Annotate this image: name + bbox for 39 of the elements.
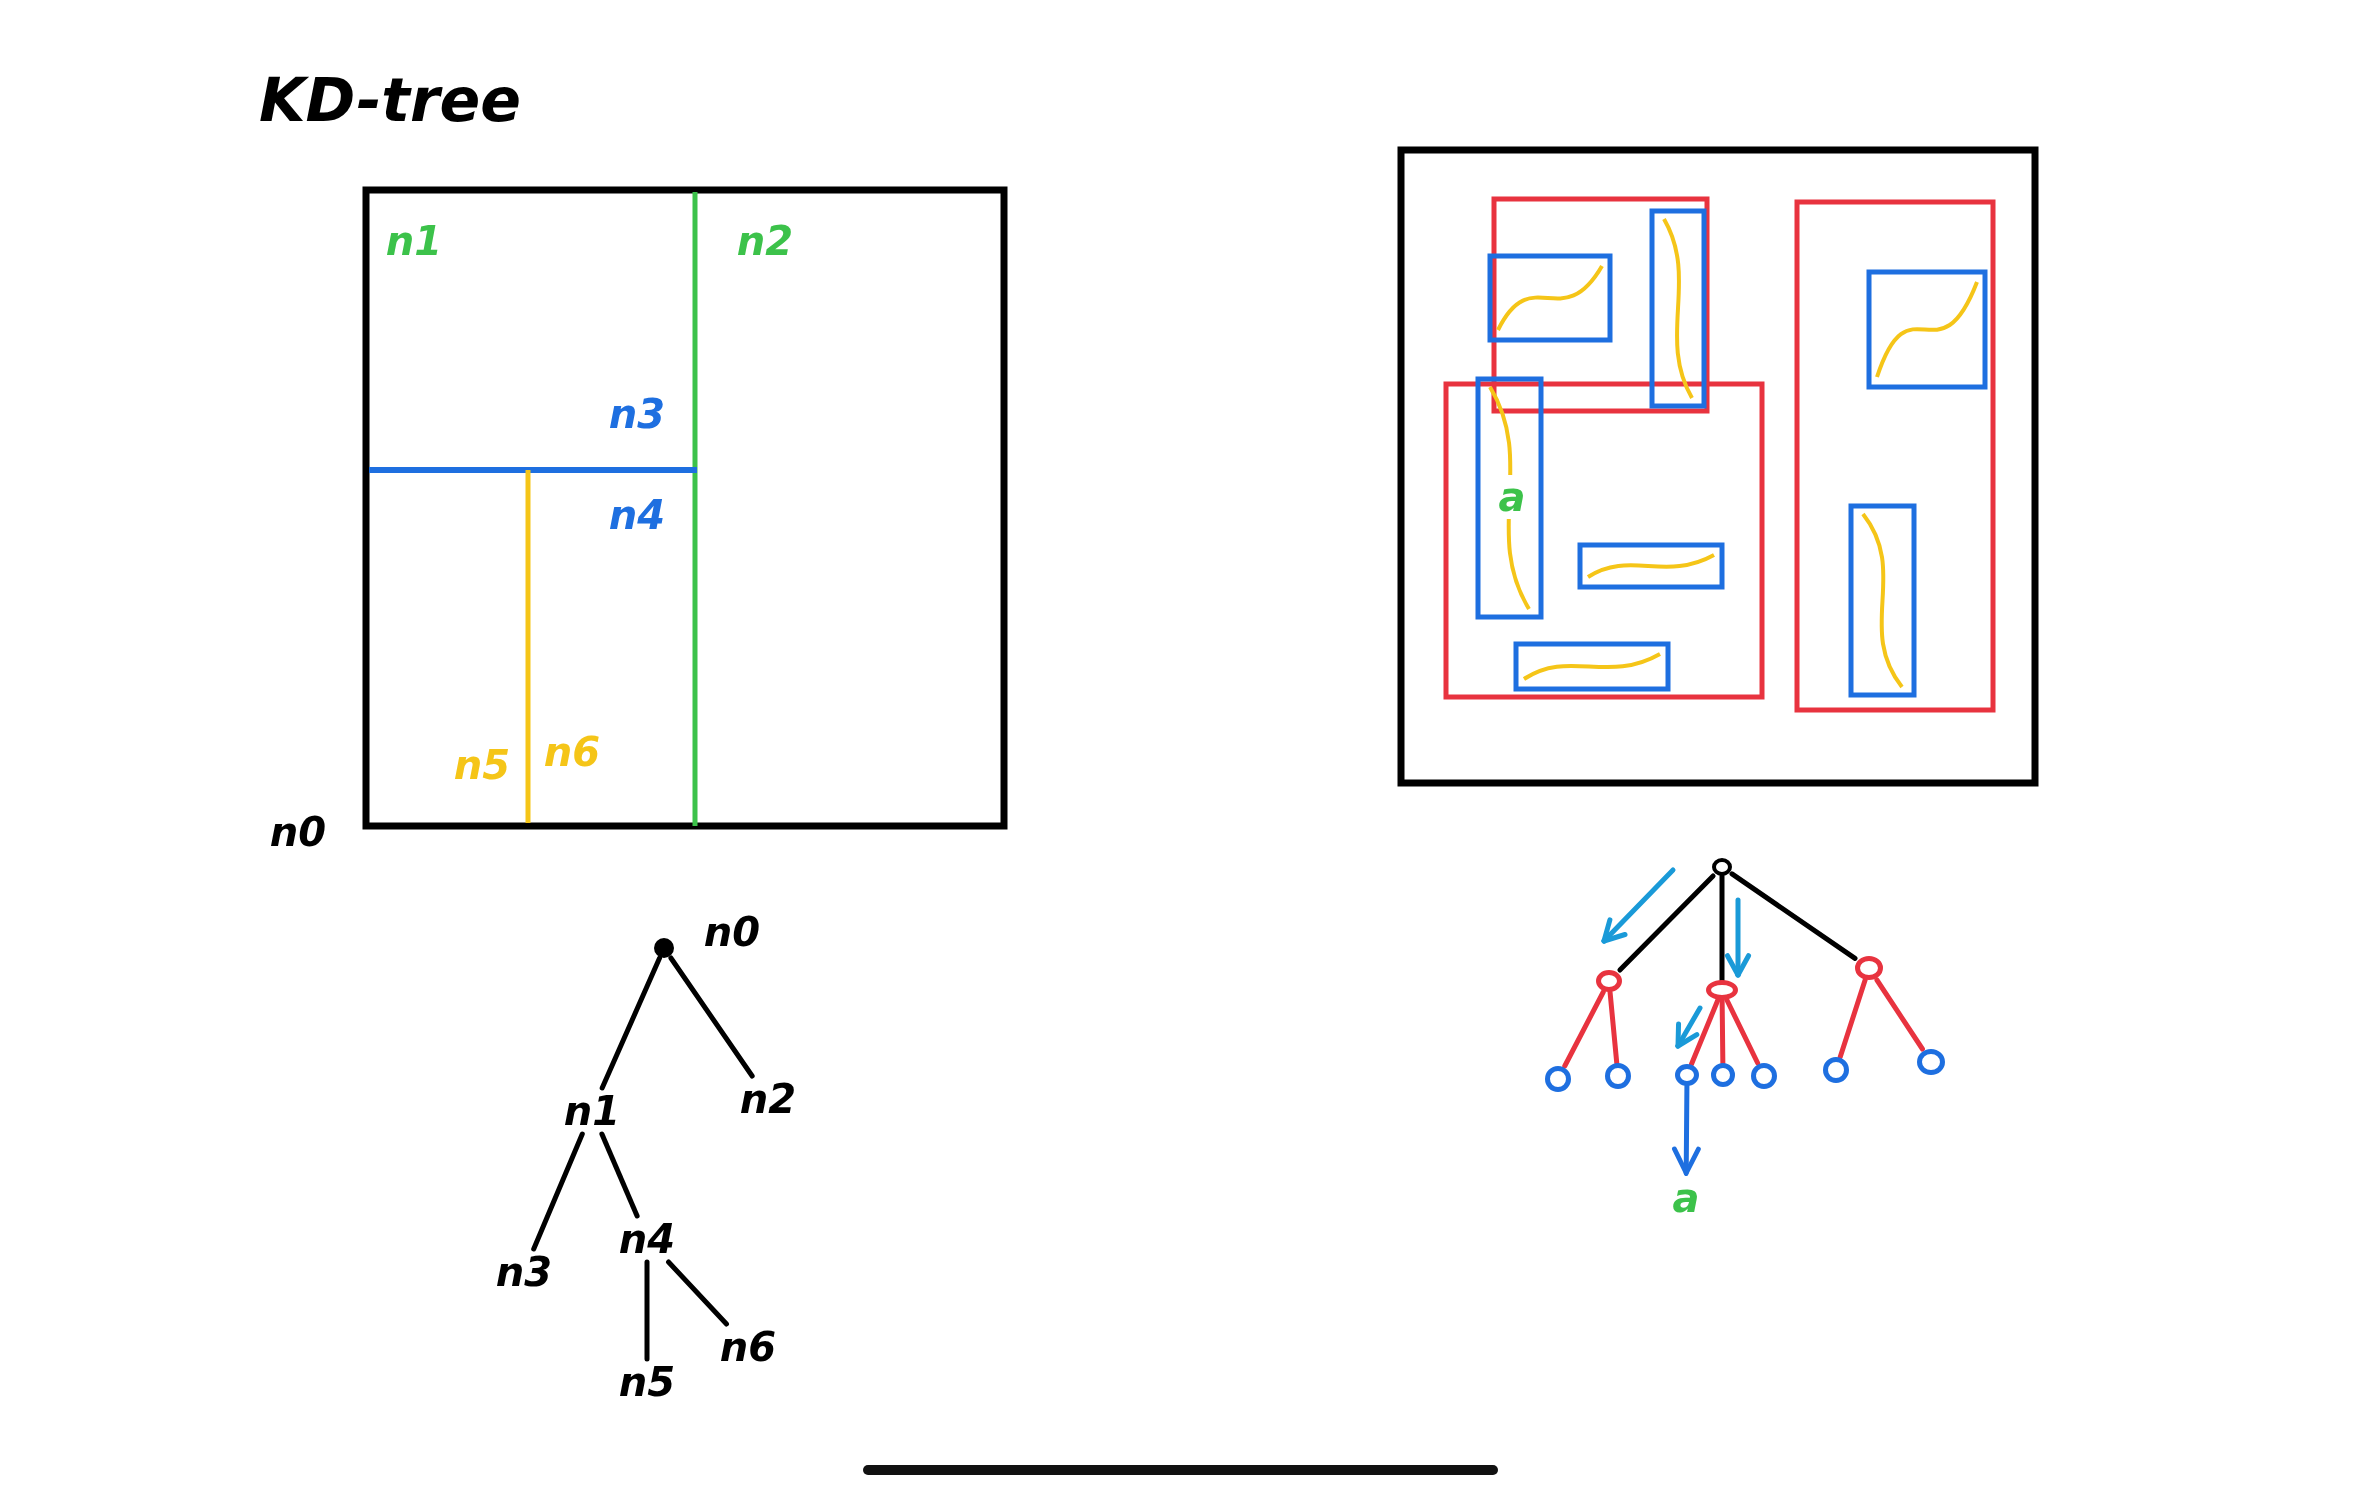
tree-edge [666,1259,729,1327]
region-label: n6 [543,732,601,772]
region-label: n2 [736,221,794,261]
tree-node-label: n4 [612,1216,682,1262]
leaf-node-circle [1751,1063,1777,1089]
object-label: a [1661,1173,1711,1223]
root-node-circle [1712,858,1732,876]
inner-node-circle [1706,980,1738,1000]
node-caption: n0 [703,912,761,952]
tree-edge [1562,989,1606,1069]
tree-edge [599,1131,640,1219]
tree-node-label: n2 [733,1076,803,1122]
tree-edge [1837,977,1868,1060]
inner-node-circle [1855,956,1883,980]
tree-node-label: n5 [612,1359,682,1405]
region-label: n1 [385,221,443,261]
tree-node-label: n1 [557,1088,627,1134]
tree-node-label: n3 [489,1249,559,1295]
leaf-node-circle [1675,1064,1699,1086]
tree-edge [1874,977,1925,1052]
tree-edge [599,955,663,1091]
leaf-node-circle [1823,1057,1849,1083]
tree-node-dot [654,938,674,958]
title: KD-tree [259,70,521,130]
leaf-node-circle [1605,1063,1631,1089]
tree-edge [644,1259,650,1362]
leaf-node-circle [1917,1049,1945,1075]
tree-edge [1617,873,1716,973]
tree-edge [1729,871,1858,961]
tree-node-label: n6 [713,1324,783,1370]
tree-edge [531,1131,585,1252]
leaf-node-circle [1711,1063,1735,1087]
tree-edge [668,955,755,1079]
region-label: n5 [453,745,511,785]
inner-node-circle [1596,970,1622,992]
leaf-node-circle [1545,1066,1571,1092]
region-label: n0 [269,812,327,852]
region-label: n3 [608,394,666,434]
region-label: n4 [608,495,666,535]
